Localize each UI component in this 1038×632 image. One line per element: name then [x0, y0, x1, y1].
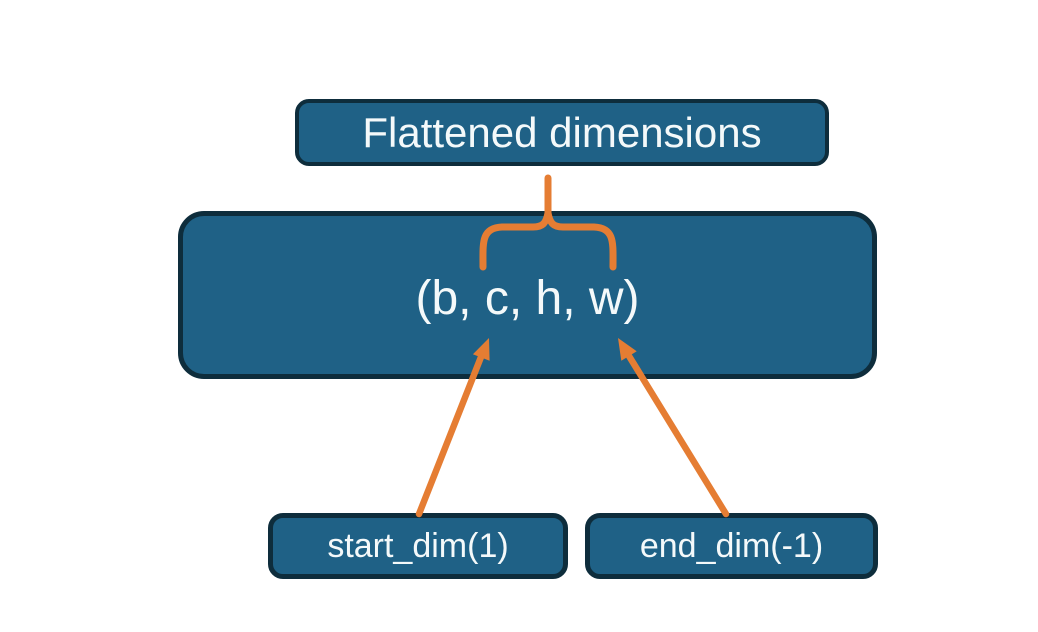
tensor-shape-node: (b, c, h, w): [178, 211, 877, 379]
end-dim-node: end_dim(-1): [585, 513, 878, 579]
start-dim-label: start_dim(1): [327, 527, 509, 565]
end-dim-arrow-shaft: [625, 352, 730, 518]
flattened-dimensions-label: Flattened dimensions: [362, 108, 762, 156]
tensor-shape-label: (b, c, h, w): [415, 272, 640, 325]
start-dim-arrow-shaft: [415, 353, 485, 518]
flattened-dimensions-node: Flattened dimensions: [295, 99, 829, 166]
end-dim-label: end_dim(-1): [639, 527, 824, 565]
start-dim-node: start_dim(1): [268, 513, 568, 579]
